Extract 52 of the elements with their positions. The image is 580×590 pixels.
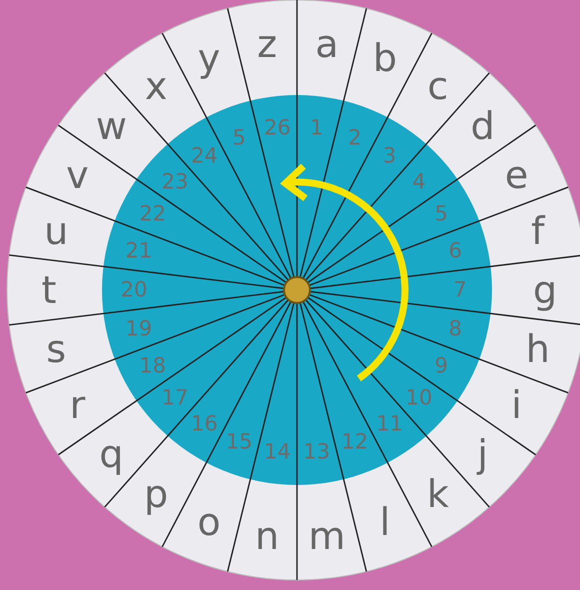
- number-label: 9: [434, 355, 448, 376]
- letter-label: i: [511, 386, 522, 424]
- number-label: 8: [448, 318, 462, 340]
- letter-label: w: [96, 106, 127, 145]
- letter-label: m: [308, 517, 346, 556]
- letter-label: p: [144, 475, 168, 514]
- letter-label: g: [532, 271, 558, 309]
- letter-label: h: [526, 330, 550, 368]
- number-label: 20: [120, 280, 148, 300]
- letter-label: l: [380, 502, 390, 541]
- letter-label: j: [477, 435, 488, 474]
- number-label: 7: [453, 280, 467, 300]
- number-label: 15: [226, 432, 253, 453]
- letter-label: o: [197, 502, 221, 541]
- number-label: 23: [162, 171, 188, 192]
- number-label: 5: [434, 204, 448, 225]
- letter-label: e: [504, 156, 528, 194]
- number-label: 22: [139, 204, 166, 225]
- number-label: 10: [406, 388, 432, 409]
- number-label: 21: [125, 240, 152, 262]
- number-label: 13: [303, 441, 330, 462]
- letter-label: r: [70, 386, 86, 424]
- number-label: 26: [264, 118, 291, 139]
- letter-label: t: [42, 271, 56, 309]
- letter-label: u: [44, 212, 68, 250]
- letter-label: y: [198, 39, 220, 78]
- letter-label: b: [372, 39, 397, 78]
- number-label: 4: [412, 171, 426, 192]
- number-label: 18: [139, 355, 166, 376]
- number-label: 1: [310, 118, 324, 139]
- number-label: 3: [382, 145, 396, 166]
- number-label: 17: [162, 388, 188, 409]
- number-label: 2: [348, 127, 362, 148]
- number-label: 5: [232, 127, 246, 148]
- letter-label: d: [470, 106, 495, 145]
- number-label: 16: [191, 414, 218, 435]
- letter-label: a: [315, 24, 339, 63]
- letter-label: k: [426, 475, 449, 514]
- number-label: 11: [376, 414, 403, 435]
- letter-label: s: [46, 330, 66, 368]
- letter-label: x: [144, 66, 168, 105]
- number-label: 19: [125, 318, 152, 340]
- number-label: 6: [448, 240, 462, 262]
- letter-label: f: [531, 212, 544, 250]
- number-label: 14: [264, 441, 291, 462]
- number-label: 24: [191, 145, 218, 166]
- number-label: 12: [341, 432, 368, 453]
- letter-label: c: [427, 66, 448, 105]
- letter-label: q: [99, 435, 124, 474]
- letter-label: n: [255, 517, 280, 556]
- letter-label: z: [257, 24, 278, 63]
- letter-label: v: [66, 156, 89, 194]
